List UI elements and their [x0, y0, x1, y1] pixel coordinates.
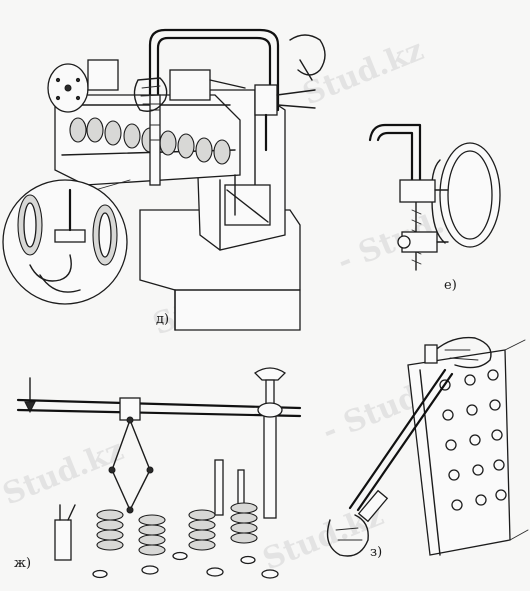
spring-stack-1 — [96, 509, 124, 551]
tool-handle — [368, 123, 422, 202]
left-fixture — [54, 519, 72, 561]
panel-label-e: е) — [444, 278, 457, 293]
operator-hand — [133, 77, 168, 112]
panel-label-z: з) — [370, 545, 383, 560]
torque-wrench — [348, 368, 447, 510]
detail-finger — [29, 254, 72, 282]
lever-bar — [16, 398, 302, 410]
tool-clamp-top — [399, 179, 436, 203]
press-arch-frame — [148, 28, 280, 112]
spring-stack-3 — [188, 509, 216, 551]
panel-d-machine — [47, 28, 326, 331]
detail-retainer — [54, 229, 86, 243]
detail-springs — [17, 194, 118, 266]
spring-stack-2 — [138, 514, 166, 556]
vertical-post — [263, 407, 277, 519]
spring-stack-4 — [230, 502, 258, 544]
operator-hand-upper — [429, 336, 492, 369]
t-handle — [253, 367, 287, 381]
valve-spring-row — [69, 117, 231, 165]
scissor-compressor — [108, 416, 154, 514]
operator-hand-right — [289, 34, 326, 76]
panel-label-zh: ж) — [14, 556, 32, 571]
loose-washers — [92, 551, 279, 579]
panel-e-compressor-tool — [368, 123, 501, 271]
fixture-block — [87, 59, 119, 91]
panel-z-head-tightening — [326, 336, 529, 557]
detail-magnifier — [2, 179, 128, 305]
engine-block — [407, 349, 511, 556]
panel-label-d: д) — [156, 312, 170, 327]
operator-hand-lower — [326, 514, 369, 557]
panel-zh-lever-compressor — [16, 367, 302, 579]
right-clamp — [254, 84, 278, 116]
